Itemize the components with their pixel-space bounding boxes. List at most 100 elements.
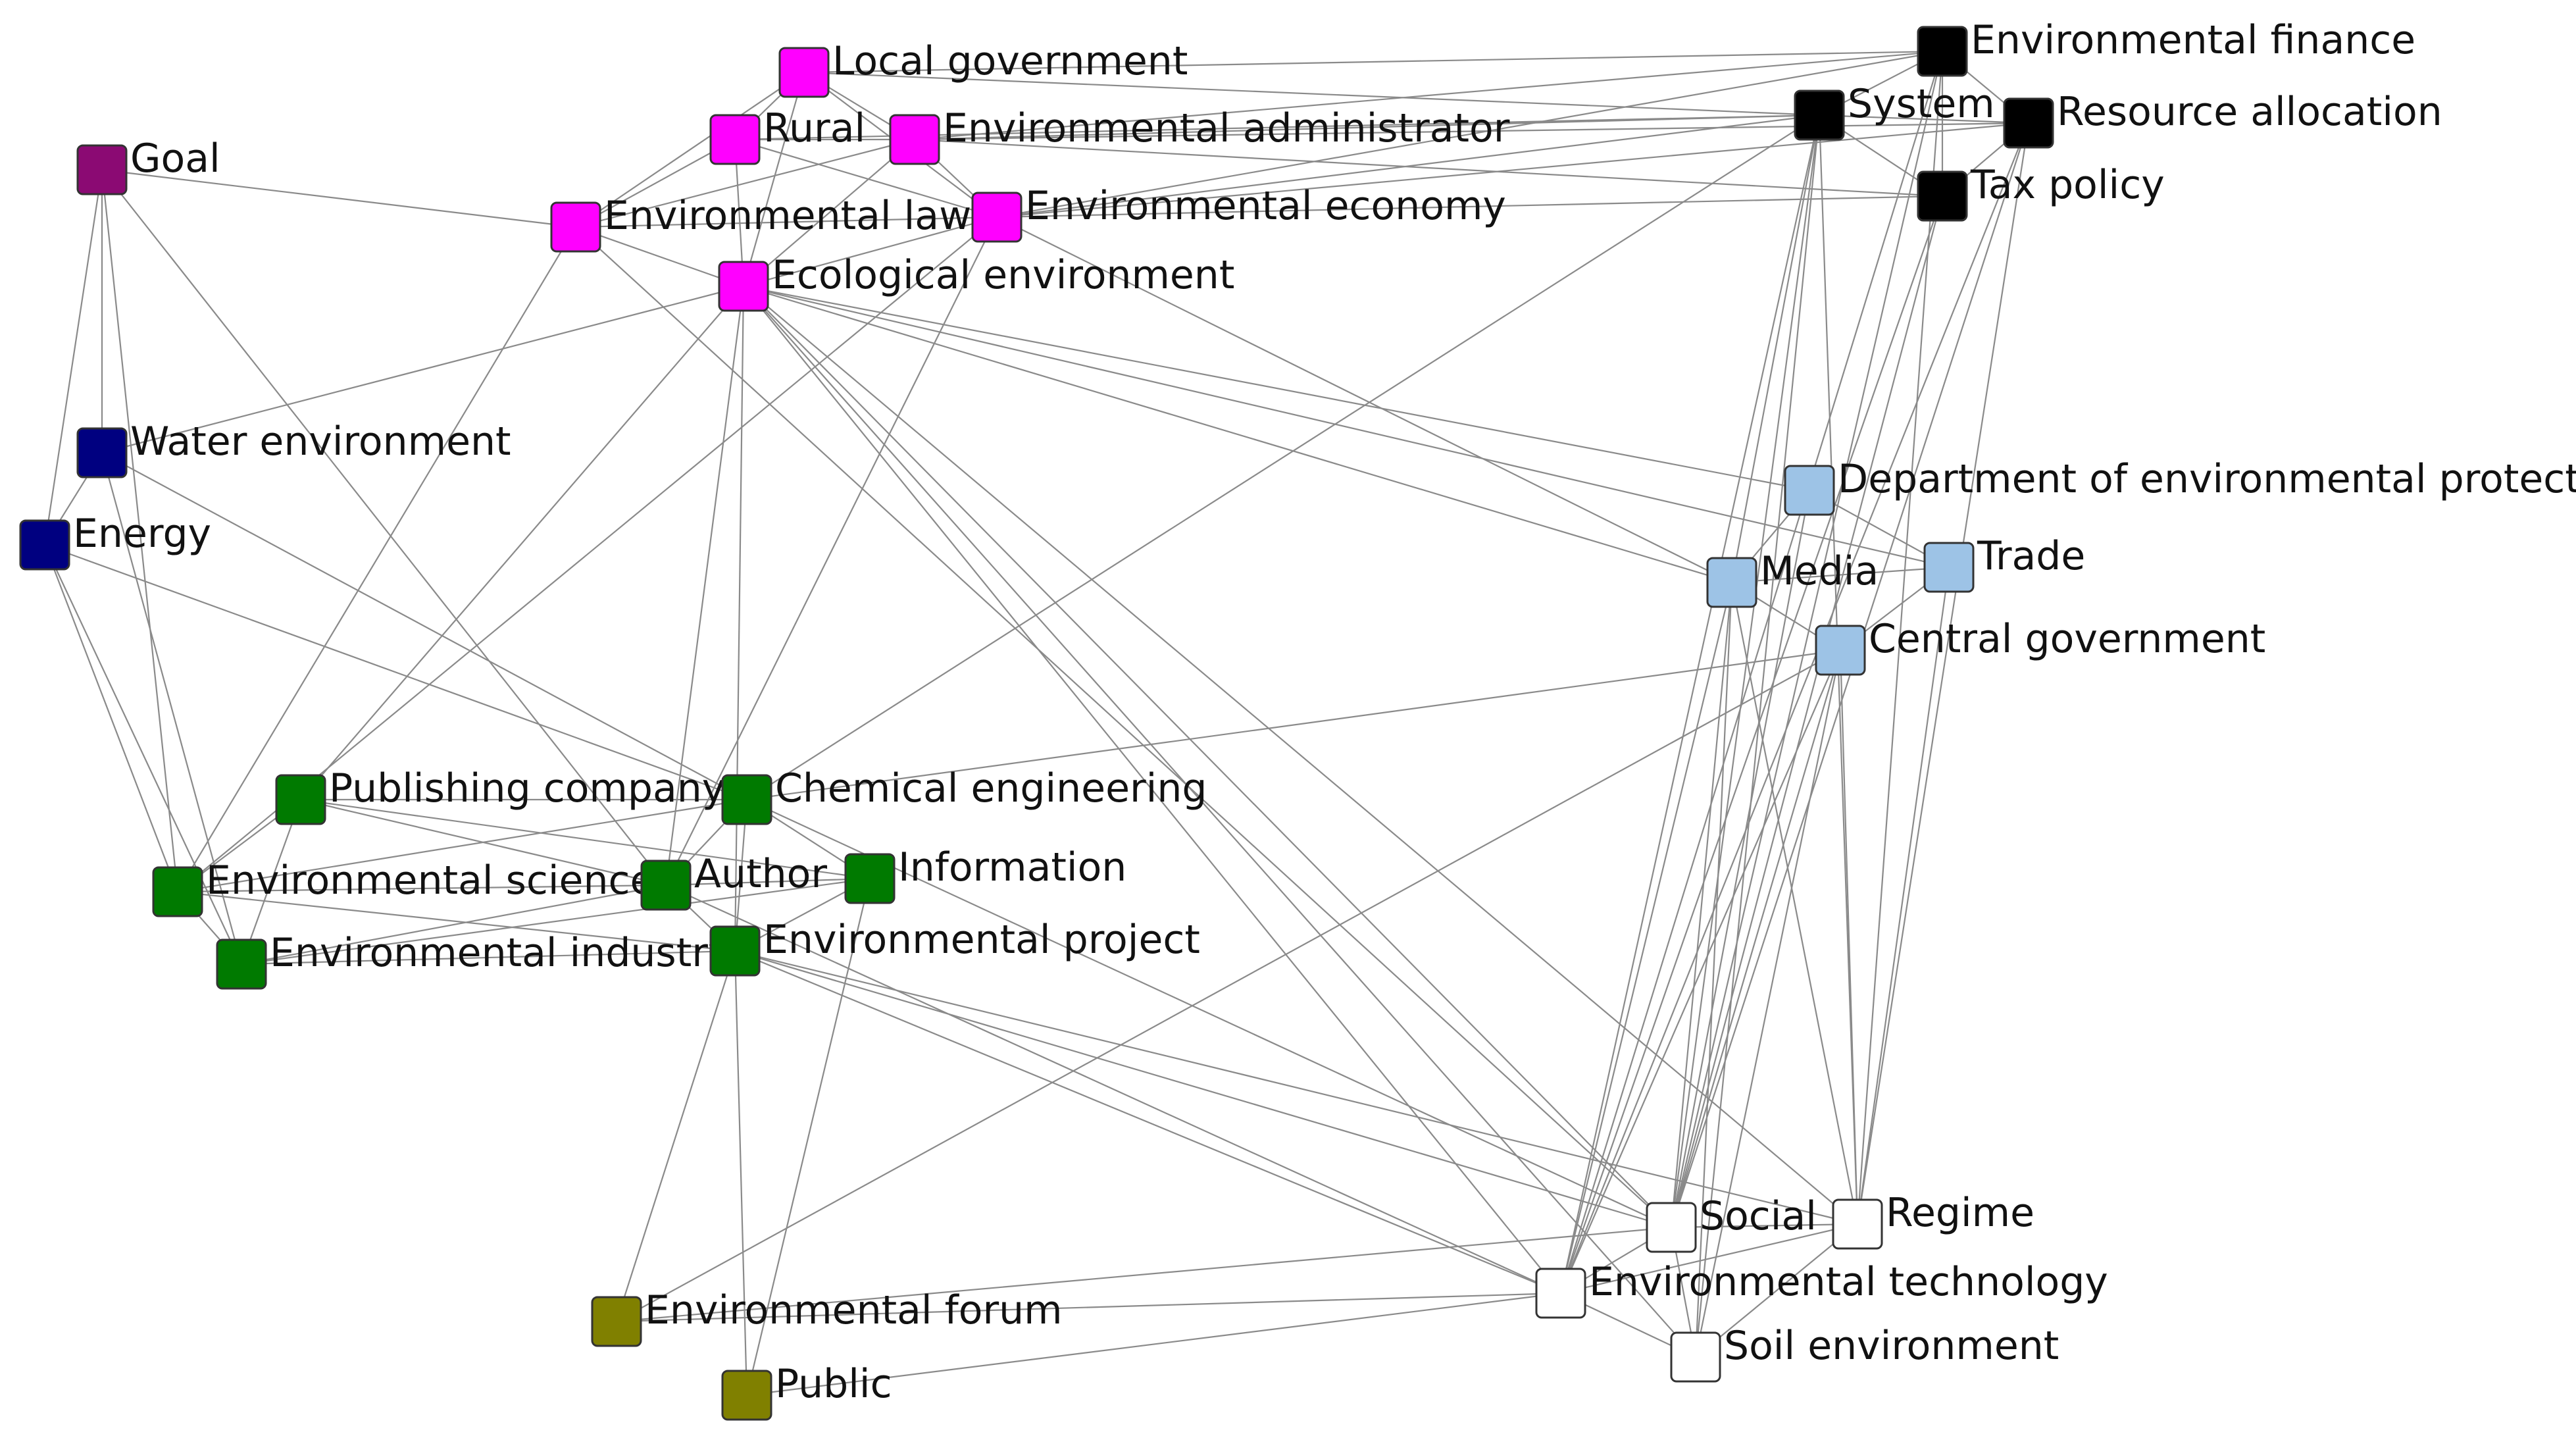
node-label-environmental-finance: Environmental finance xyxy=(1971,17,2415,63)
edge-environmental-project-public xyxy=(734,950,748,1396)
node-box-local-government xyxy=(778,47,830,98)
edge-central-government-environmental-forum xyxy=(616,650,1841,1322)
edge-trade-regime xyxy=(1856,567,1950,1225)
node-label-publishing-company: Publishing company xyxy=(329,765,725,811)
edge-environmental-project-environmental-technology xyxy=(734,950,1561,1295)
edge-environmental-finance-regime xyxy=(1856,51,1944,1225)
edge-system-chemical-engineering xyxy=(746,115,1820,800)
edge-resource-allocation-environmental-technology xyxy=(1559,122,2030,1294)
edge-environmental-project-social xyxy=(734,950,1672,1229)
node-box-energy xyxy=(19,519,70,571)
node-label-soil-environment: Soil environment xyxy=(1724,1323,2059,1369)
edge-media-social xyxy=(1670,582,1733,1228)
edge-regime-environmental-technology xyxy=(1560,1223,1858,1295)
edge-social-regime xyxy=(1671,1223,1858,1229)
edge-environmental-finance-social xyxy=(1670,51,1944,1228)
node-box-environmental-forum xyxy=(591,1296,642,1347)
edge-energy-chemical-engineering xyxy=(44,544,747,801)
edge-chemical-engineering-social xyxy=(746,799,1672,1228)
node-box-environmental-technology xyxy=(1535,1268,1586,1319)
node-regime: Regime xyxy=(1832,1190,2034,1250)
edge-ecological-environment-soil-environment xyxy=(743,286,1696,1358)
edge-environmental-economy-environmental-law xyxy=(575,216,998,228)
edge-water-environment-chemical-engineering xyxy=(101,452,747,800)
node-box-tax-policy xyxy=(1917,170,1968,222)
node-label-chemical-engineering: Chemical engineering xyxy=(775,765,1207,811)
edge-central-government-soil-environment xyxy=(1694,650,1842,1358)
edge-local-government-environmental-finance xyxy=(803,50,1943,74)
node-resource-allocation: Resource allocation xyxy=(2003,89,2442,149)
edge-system-resource-allocation xyxy=(1819,114,2029,124)
node-label-regime: Regime xyxy=(1886,1190,2034,1236)
node-label-tax-policy: Tax policy xyxy=(1970,162,2165,208)
edge-environmental-forum-social xyxy=(616,1226,1672,1323)
node-information: Information xyxy=(844,844,1126,904)
node-environmental-finance: Environmental finance xyxy=(1917,17,2415,77)
node-water-environment: Water environment xyxy=(76,419,511,478)
edge-environmental-project-environmental-forum xyxy=(615,950,736,1322)
node-box-environmental-economy xyxy=(971,192,1023,243)
node-label-author: Author xyxy=(694,851,827,897)
edge-environmental-finance-environmental-technology xyxy=(1559,51,1944,1294)
node-label-resource-allocation: Resource allocation xyxy=(2057,89,2442,135)
node-label-system: System xyxy=(1848,81,1995,127)
edge-public-information xyxy=(745,878,871,1396)
edge-media-environmental-technology xyxy=(1559,582,1733,1294)
node-department-of-environmental-protection: Department of environmental protection xyxy=(1784,456,2576,516)
edge-environmental-economy-ecological-environment xyxy=(743,216,998,288)
node-label-environmental-industry: Environmental industry xyxy=(270,930,731,976)
edge-water-environment-environmental-industry xyxy=(101,452,243,965)
edge-environmental-administrator-tax-policy xyxy=(914,138,1943,197)
node-environmental-industry: Environmental industry xyxy=(216,930,731,990)
edge-environmental-economy-author xyxy=(665,217,998,886)
node-social: Social xyxy=(1646,1193,1817,1253)
node-label-media: Media xyxy=(1760,548,1879,594)
edge-energy-environmental-industry xyxy=(44,544,242,965)
edge-ecological-environment-department-of-environmental-protection xyxy=(743,285,1810,492)
edge-resource-allocation-regime xyxy=(1856,122,2030,1225)
node-rural: Rural xyxy=(709,105,865,165)
edge-goal-environmental-science xyxy=(101,169,179,892)
edge-environmental-economy-resource-allocation xyxy=(996,122,2029,218)
node-label-environmental-science: Environmental science xyxy=(206,858,654,904)
node-central-government: Central government xyxy=(1815,616,2265,676)
edge-ecological-environment-water-environment xyxy=(101,285,744,454)
node-label-trade: Trade xyxy=(1977,533,2085,579)
edge-environmental-project-regime xyxy=(734,950,1858,1225)
edge-environmental-science-author xyxy=(177,884,667,893)
edge-media-trade xyxy=(1731,566,1950,584)
edge-environmental-administrator-system xyxy=(914,114,1820,141)
edge-rural-environmental-law xyxy=(575,139,736,228)
node-chemical-engineering: Chemical engineering xyxy=(721,765,1207,825)
edge-public-environmental-technology xyxy=(746,1292,1561,1397)
edge-environmental-administrator-environmental-law xyxy=(575,138,915,228)
node-label-rural: Rural xyxy=(763,105,865,151)
node-energy: Energy xyxy=(19,511,211,571)
node-local-government: Local government xyxy=(778,38,1188,98)
node-environmental-administrator: Environmental administrator xyxy=(889,105,1510,165)
edge-local-government-ecological-environment xyxy=(742,72,805,287)
node-label-environmental-project: Environmental project xyxy=(763,917,1200,963)
edge-ecological-environment-media xyxy=(743,285,1732,584)
edge-environmental-economy-system xyxy=(996,114,1820,218)
node-label-environmental-forum: Environmental forum xyxy=(645,1287,1063,1333)
node-label-energy: Energy xyxy=(73,511,211,557)
edge-environmental-law-social xyxy=(575,226,1672,1228)
edge-system-soil-environment xyxy=(1694,115,1821,1358)
edge-central-government-chemical-engineering xyxy=(746,649,1841,801)
node-publishing-company: Publishing company xyxy=(275,765,725,825)
edge-environmental-administrator-environmental-finance xyxy=(914,50,1943,141)
node-box-environmental-science xyxy=(152,866,203,917)
node-system: System xyxy=(1794,81,1995,141)
node-label-information: Information xyxy=(898,844,1126,890)
edge-environmental-forum-environmental-technology xyxy=(616,1292,1561,1323)
node-author: Author xyxy=(640,851,827,911)
edge-media-regime xyxy=(1730,582,1859,1225)
node-label-environmental-law: Environmental law xyxy=(604,193,971,239)
edge-author-environmental-industry xyxy=(241,884,667,965)
node-environmental-forum: Environmental forum xyxy=(591,1287,1063,1347)
edge-environmental-law-goal xyxy=(101,168,576,228)
node-trade: Trade xyxy=(1923,533,2085,593)
edge-tax-policy-social xyxy=(1670,195,1944,1228)
